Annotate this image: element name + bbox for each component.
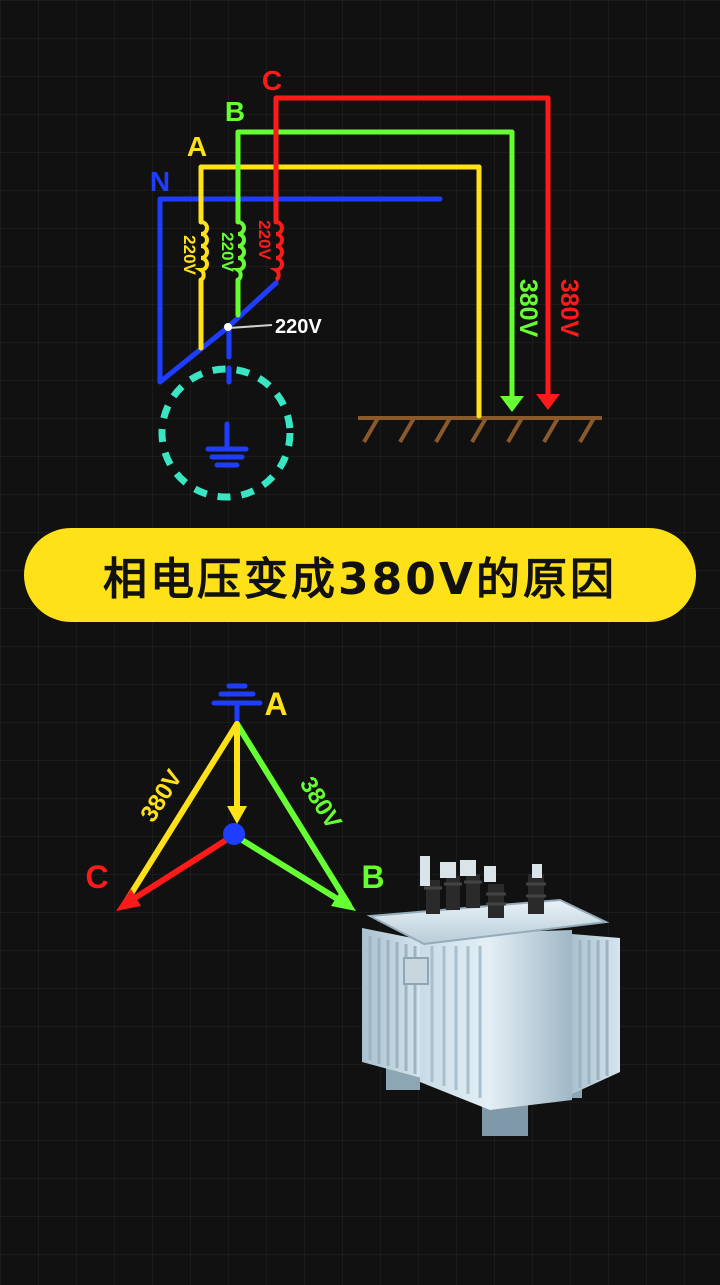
transformer-icon [362,856,620,1136]
phase-c-arrowhead [536,394,560,410]
label-coil-a-voltage: 220V [180,235,199,275]
ground-ring [158,365,294,501]
vertex-b-arrowhead [331,889,356,911]
title-banner: 相电压变成380V的原因 [24,528,696,622]
label-phase-c: C [262,65,282,96]
neutral-center-dot [223,823,245,845]
coil-c-icon [269,220,284,282]
label-neutral-n: N [150,166,170,197]
vector-neutral-to-b [231,832,347,906]
page-title: 相电压变成380V的原因 [103,554,617,605]
vector-a-arrowhead [227,806,247,824]
phase-a-wire [198,164,482,419]
phase-b-arrowhead [500,396,524,412]
label-vertex-c: C [85,859,108,895]
vector-neutral-to-c [124,832,237,906]
wiring-diagram: C B A N 220V 220V 220V 220V 380V 380V [150,65,602,501]
ground-icon [205,421,249,468]
label-line-voltage-c: 380V [555,279,583,338]
edge-a-to-c [121,721,240,908]
label-coil-b-voltage: 220V [218,232,237,272]
coil-a-icon [194,220,209,282]
label-vertex-b: B [361,859,384,895]
label-neutral-point-voltage: 220V [275,316,322,338]
vertex-c-arrowhead [116,889,141,911]
earth-ground-rail [358,416,602,444]
vector-diagram: A C B 380V 380V [85,683,385,911]
phase-b-wire [235,129,515,403]
coil-b-icon [231,220,246,282]
label-coil-c-voltage: 220V [255,220,274,260]
neutral-point-dot [224,323,232,331]
label-line-voltage-b: 380V [514,279,542,338]
phase-c-wire [273,95,551,401]
label-vertex-a: A [264,686,287,722]
label-phase-a: A [187,131,207,162]
neutral-point-leader [228,324,273,329]
edge-a-to-b [234,721,352,908]
neutral-wire [157,196,443,385]
insulator-icon [211,683,263,723]
label-phase-b: B [225,96,245,127]
